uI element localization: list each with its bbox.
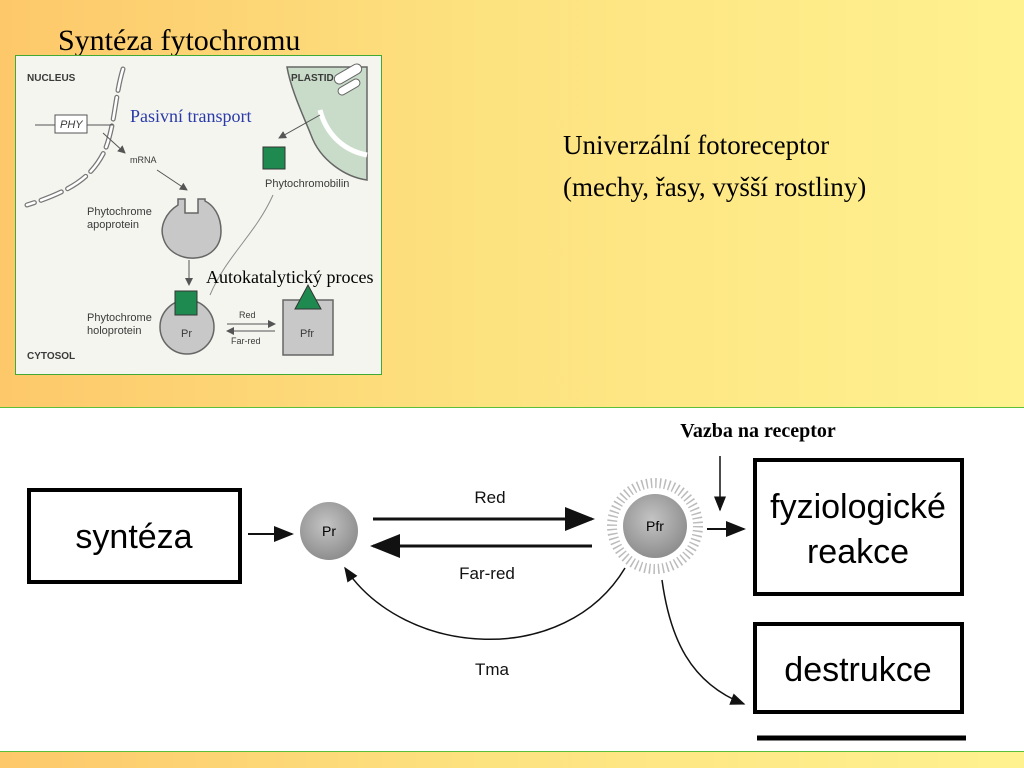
receptor-description-line2: (mechy, řasy, vyšší rostliny)	[563, 172, 867, 202]
pfr-ball-label: Pfr	[646, 518, 664, 534]
holoprotein-chromophore	[174, 290, 198, 316]
chromophore-path	[209, 194, 274, 296]
slide-background-bottom	[0, 752, 1024, 768]
red-label: Red	[239, 310, 256, 320]
dark-reversion-arrow	[344, 566, 626, 640]
phytochrome-cycle-diagram: syntéza Pr Red Far-red Pfr Tma Vazba na …	[27, 420, 966, 741]
autocatalytic-label: Autokatalytický proces	[206, 267, 373, 287]
mrna-label: mRNA	[130, 155, 157, 165]
translation-arrow	[156, 169, 188, 191]
pr-ball	[300, 502, 358, 560]
apoprotein-shape	[161, 198, 222, 259]
apoprotein-label-line2: apoprotein	[87, 219, 139, 231]
response-label-line1: fyziologické	[770, 488, 946, 526]
synthesis-box	[27, 488, 242, 584]
synthesis-figure: NUCLEUS PLASTID CYTOSOL PHY mRNA Phytoch…	[24, 63, 373, 362]
phy-gene-label: PHY	[60, 119, 83, 131]
holoprotein-pr-label: Pr	[181, 328, 192, 340]
pfr-label: Pfr	[300, 328, 314, 340]
passive-transport-label: Pasivní transport	[130, 106, 252, 126]
synthesis-label: syntéza	[75, 518, 192, 556]
apoprotein-label-line1: Phytochrome	[87, 206, 152, 218]
holoprotein-label-line1: Phytochrome	[87, 312, 152, 324]
holoprotein-label-line2: holoprotein	[87, 325, 141, 337]
pfr-ball	[607, 478, 703, 574]
destruction-arrow	[661, 579, 746, 705]
receptor-description-line1: Univerzální fotoreceptor	[563, 130, 830, 160]
transcription-arrow	[102, 132, 126, 154]
destruction-label: destrukce	[784, 651, 931, 689]
cytosol-label: CYTOSOL	[27, 351, 75, 362]
red-label-cycle: Red	[474, 488, 505, 507]
plastid-thylakoid	[333, 63, 363, 85]
phy-gene-box	[54, 114, 88, 134]
phytochromobilin-label: Phytochromobilin	[265, 178, 349, 190]
receptor-binding-label: Vazba na receptor	[680, 420, 836, 442]
destruction-box	[753, 622, 964, 714]
response-label-line2: reakce	[807, 533, 909, 571]
physiological-response-box	[753, 458, 964, 596]
pr-ball-label: Pr	[322, 523, 336, 539]
slide-title: Syntéza fytochromu	[58, 24, 301, 57]
divider-line-bottom	[0, 751, 1024, 752]
plastid-label: PLASTID	[291, 73, 334, 84]
far-red-label-cycle: Far-red	[459, 564, 515, 583]
phytochromobilin-square	[262, 146, 286, 170]
dark-label: Tma	[475, 660, 510, 679]
far-red-label: Far-red	[231, 336, 261, 346]
plastid-inner-membrane	[317, 109, 368, 158]
divider-line	[0, 407, 1024, 408]
nucleus-label: NUCLEUS	[27, 73, 76, 84]
pfr-chromophore-triangle	[294, 283, 322, 310]
chromophore-export-arrow	[278, 114, 321, 139]
